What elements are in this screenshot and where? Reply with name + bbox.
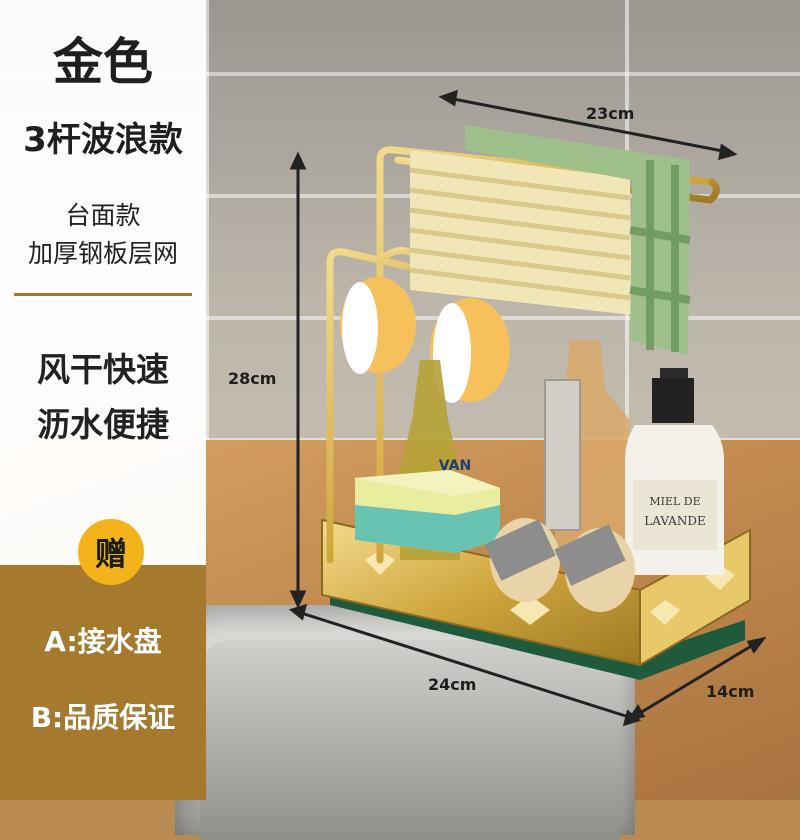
height-label: 28cm	[228, 369, 277, 388]
top-width-label: 23cm	[586, 104, 635, 123]
feature-line-2: 沥水便捷	[37, 405, 169, 444]
glass-bottle-label: VAN	[439, 458, 471, 474]
dish-brushes	[484, 518, 635, 612]
depth-label: 14cm	[706, 682, 755, 701]
soap-label-line1: MIEL DE	[649, 495, 700, 508]
mug-left	[340, 277, 416, 374]
gift-badge: 赠	[78, 519, 144, 585]
feature-line-1: 风干快速	[37, 350, 169, 389]
grater	[544, 379, 581, 531]
soap-bottle	[625, 368, 724, 575]
mug-right	[430, 298, 510, 403]
dimension-lines	[288, 89, 767, 727]
bottom-width-label: 24cm	[428, 675, 477, 694]
gift-item-b: B:品质保证	[30, 701, 176, 734]
type-line-1: 台面款	[65, 201, 141, 230]
panel-divider	[14, 293, 192, 296]
product-subtitle: 3杆波浪款	[23, 120, 183, 160]
product-title: 金色	[53, 33, 153, 91]
type-line-2: 加厚钢板层网	[27, 239, 178, 268]
sponge	[355, 470, 500, 553]
gift-item-a: A:接水盘	[44, 625, 162, 658]
product-photo: MIEL DE LAVANDE VAN	[288, 89, 767, 727]
gift-section	[0, 565, 206, 800]
towel-green	[465, 125, 691, 355]
towel-yellow	[409, 150, 632, 315]
soap-label-line2: LAVANDE	[644, 514, 705, 528]
